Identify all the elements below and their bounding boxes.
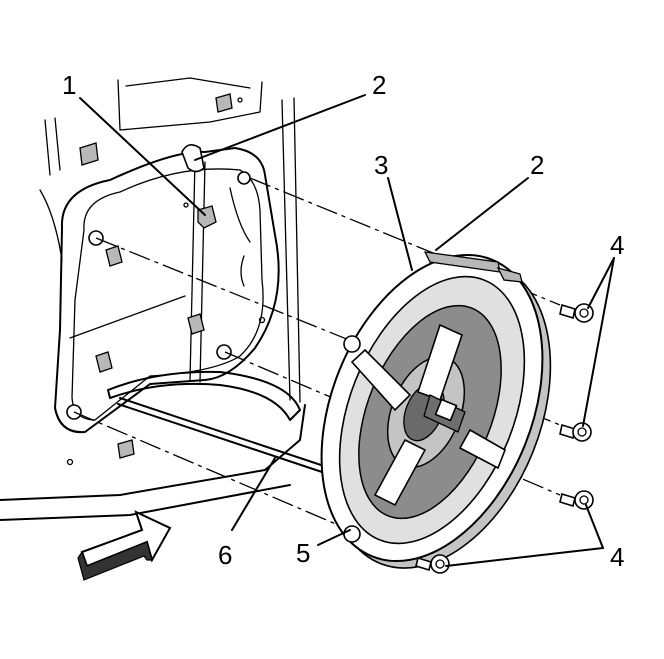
door-panel (0, 77, 306, 521)
wire-harness (117, 397, 331, 475)
callout-labels: 1 2 2 3 4 4 5 6 (62, 70, 624, 572)
bolt-3 (559, 490, 594, 510)
callout-2-top: 2 (372, 70, 386, 100)
callout-5: 5 (296, 538, 310, 568)
bolts (415, 303, 594, 574)
callout-4-bottom: 4 (610, 542, 624, 572)
direction-arrow-icon (77, 510, 172, 581)
speaker-mounting-opening (54, 144, 301, 434)
leader-lines (79, 94, 615, 567)
bolt-4 (415, 554, 450, 574)
callout-4-top: 4 (610, 230, 624, 260)
speaker-clips (95, 205, 217, 373)
callout-2-right: 2 (530, 150, 544, 180)
speaker (320, 251, 552, 569)
callout-3: 3 (374, 150, 388, 180)
callout-1: 1 (62, 70, 76, 100)
bolt-2 (559, 422, 592, 442)
callout-6: 6 (218, 540, 232, 570)
